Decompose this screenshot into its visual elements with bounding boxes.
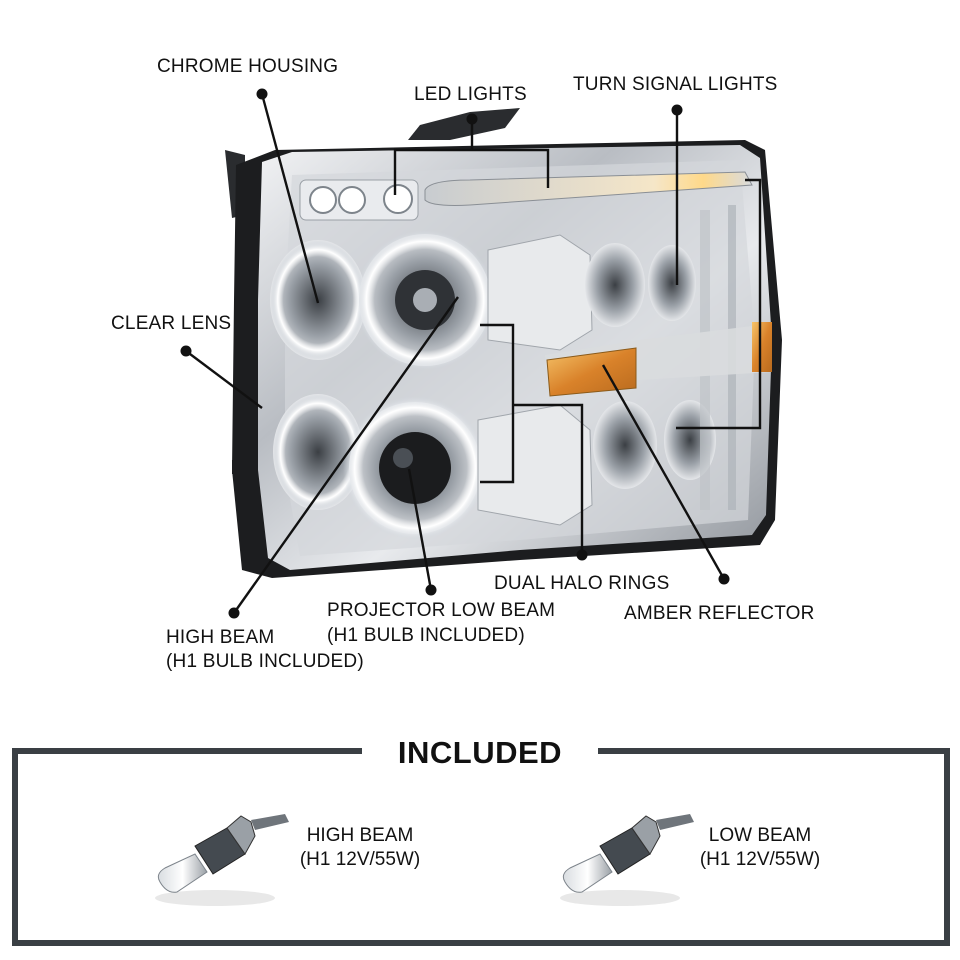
included-frame-top-left (12, 748, 362, 754)
label-chrome-housing: CHROME HOUSING (157, 56, 339, 77)
label-clear-lens: CLEAR LENS (111, 313, 232, 334)
included-frame (12, 748, 950, 946)
included-item-label: LOW BEAM (708, 825, 812, 846)
low-beam-bulb-image (560, 814, 694, 906)
included-item-high-beam: HIGH BEAM (H1 12V/55W) (296, 824, 424, 872)
label-led-lights: LED LIGHTS (414, 84, 527, 105)
included-frame-top-right (598, 748, 944, 754)
label-turn-signal-lights: TURN SIGNAL LIGHTS (573, 74, 778, 95)
label-dual-halo-rings: DUAL HALO RINGS (494, 573, 670, 594)
included-item-spec: (H1 12V/55W) (299, 849, 421, 870)
label-projector-low-beam-bulb: (H1 BULB INCLUDED) (327, 625, 525, 646)
label-projector-low-beam: PROJECTOR LOW BEAM (327, 600, 556, 621)
label-amber-reflector: AMBER REFLECTOR (624, 603, 815, 624)
included-title: INCLUDED (397, 735, 563, 770)
label-high-beam-bulb: (H1 BULB INCLUDED) (166, 651, 364, 672)
label-high-beam: HIGH BEAM (166, 627, 275, 648)
included-item-low-beam: LOW BEAM (H1 12V/55W) (696, 824, 824, 872)
high-beam-bulb-image (155, 814, 289, 906)
included-item-label: HIGH BEAM (306, 825, 414, 846)
included-item-spec: (H1 12V/55W) (699, 849, 821, 870)
